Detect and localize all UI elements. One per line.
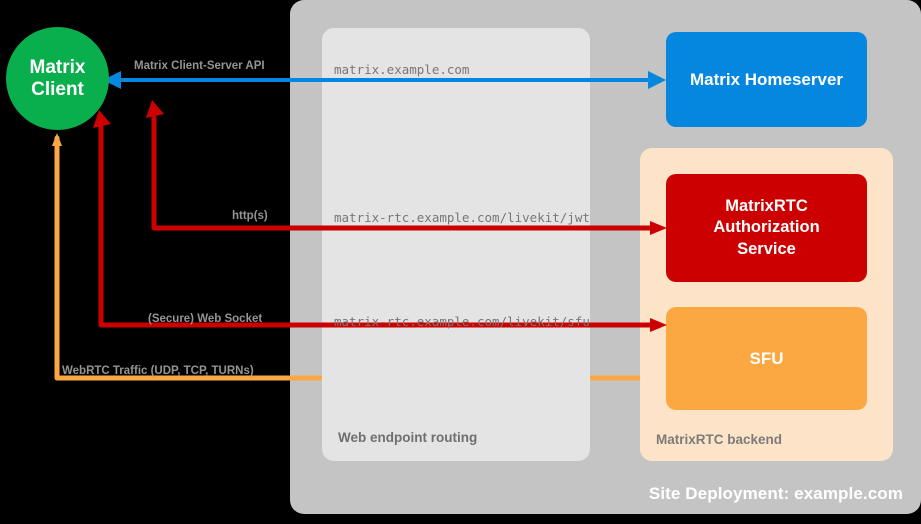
node-matrixrtc-authorization-service: MatrixRTC Authorization Service bbox=[666, 174, 867, 282]
matrixrtc-backend-label: MatrixRTC backend bbox=[656, 432, 783, 447]
edge-label-secure-web-socket: (Secure) Web Socket bbox=[148, 313, 263, 325]
edge-https-jwt bbox=[151, 107, 663, 231]
edge-https-arrowhead-client bbox=[146, 100, 164, 118]
edge-ws-arrowhead-sfu bbox=[650, 318, 667, 332]
edge-label-https: http(s) bbox=[232, 210, 268, 222]
edge-secure-web-socket bbox=[98, 117, 663, 328]
auth-service-label-line2: Authorization bbox=[713, 218, 820, 237]
edge-label-webrtc-traffic: WebRTC Traffic (UDP, TCP, TURNs) bbox=[62, 365, 254, 377]
node-matrix-client: Matrix Client bbox=[6, 27, 109, 130]
matrix-client-label-line1: Matrix bbox=[29, 56, 86, 78]
edge-csapi-arrowhead-homeserver bbox=[648, 71, 666, 89]
edge-webrtc-arrowhead-client bbox=[52, 133, 62, 146]
edge-ws-arrowhead-client bbox=[93, 110, 111, 128]
endpoint-label-livekit-jwt: matrix-rtc.example.com/livekit/jwt bbox=[334, 210, 590, 225]
endpoint-label-livekit-sfu: matrix-rtc.example.com/livekit/sfu bbox=[334, 314, 590, 329]
node-matrix-homeserver: Matrix Homeserver bbox=[666, 32, 867, 127]
edge-https-arrowhead-auth bbox=[650, 221, 667, 235]
matrix-homeserver-label: Matrix Homeserver bbox=[689, 69, 844, 89]
auth-service-label-line3: Service bbox=[737, 239, 796, 258]
web-endpoint-routing-label: Web endpoint routing bbox=[338, 430, 478, 445]
edge-csapi-arrowhead-client bbox=[103, 71, 121, 89]
site-deployment-label: Site Deployment: example.com bbox=[648, 484, 903, 503]
edge-label-matrix-client-server-api: Matrix Client-Server API bbox=[134, 60, 265, 72]
sfu-label: SFU bbox=[749, 348, 784, 368]
auth-service-label-line1: MatrixRTC bbox=[725, 196, 808, 215]
matrix-client-label-line2: Client bbox=[31, 78, 84, 100]
container-web-endpoint-routing: Web endpoint routing bbox=[322, 28, 590, 461]
endpoint-label-matrix-example-com: matrix.example.com bbox=[334, 62, 470, 77]
node-sfu: SFU bbox=[666, 307, 867, 410]
